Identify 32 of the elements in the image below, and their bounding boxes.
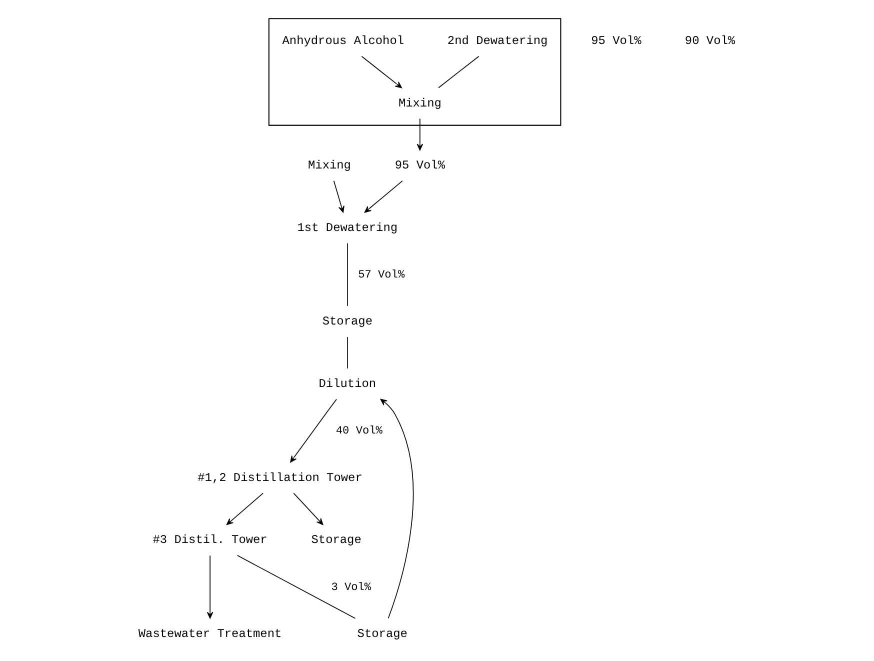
node-text: Mixing — [308, 158, 351, 173]
node-text: Anhydrous Alcohol — [282, 34, 404, 48]
node-text: 2nd Dewatering — [447, 34, 548, 48]
arrow — [333, 180, 344, 213]
arrow — [380, 398, 414, 619]
arrow — [416, 118, 424, 150]
connector — [346, 336, 348, 369]
label: 95 Vol% — [591, 34, 642, 48]
connector — [346, 242, 348, 306]
edge-label: 40 Vol% — [336, 426, 382, 438]
node-text: Dilution — [318, 376, 376, 391]
arrow — [206, 555, 214, 619]
node-text: Storage — [357, 626, 408, 641]
node-text: Storage — [311, 533, 362, 548]
edge-label: 57 Vol% — [358, 270, 405, 282]
arrow — [361, 56, 402, 88]
node-text: 1st Dewatering — [297, 220, 398, 235]
edge-label: 3 Vol% — [331, 582, 372, 594]
connector — [236, 554, 356, 619]
arrow — [226, 492, 264, 525]
node-text: Mixing — [398, 96, 442, 110]
cluster — [268, 18, 562, 126]
label: 90 Vol% — [684, 34, 736, 48]
arrow — [290, 398, 337, 463]
node-text: Wastewater Treatment — [138, 626, 282, 641]
node-text: #3 Distil. Tower — [152, 533, 268, 548]
node-text: Storage — [322, 314, 372, 329]
node-text: #1,2 Distillation Tower — [198, 470, 362, 485]
arrow — [293, 492, 324, 525]
arrow — [364, 180, 403, 213]
connector — [438, 56, 480, 88]
node-text: 95 Vol% — [394, 158, 446, 173]
